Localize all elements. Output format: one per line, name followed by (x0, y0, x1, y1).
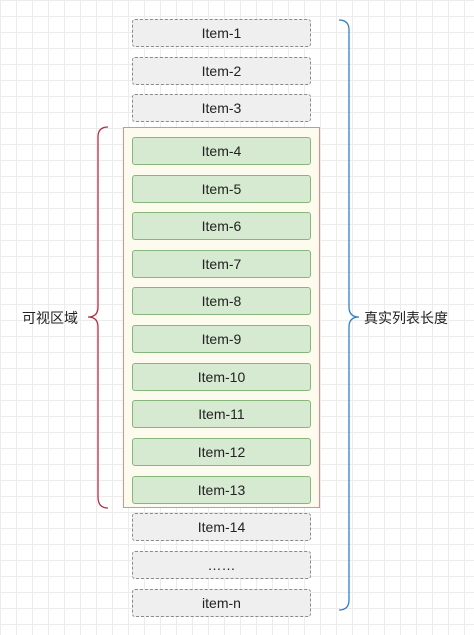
list-item-9: Item-9 (132, 325, 311, 353)
list-item-label: Item-8 (201, 293, 242, 309)
list-item-6: Item-6 (132, 212, 311, 240)
list-item-10: Item-10 (132, 363, 311, 391)
list-item-2: Item-2 (132, 57, 311, 85)
list-item-label: Item-1 (201, 25, 242, 41)
visible-area-label: 可视区域 (22, 310, 78, 326)
list-item-label: Item-5 (201, 181, 242, 197)
list-item-15: …… (132, 551, 311, 579)
list-item-3: Item-3 (132, 94, 311, 122)
list-item-11: Item-11 (132, 400, 311, 428)
visible-area-brace (87, 126, 109, 509)
real-list-length-brace (338, 19, 360, 611)
list-item-8: Item-8 (132, 287, 311, 315)
list-item-label: Item-13 (197, 482, 246, 498)
list-item-label: Item-10 (197, 369, 246, 385)
list-item-13: Item-13 (132, 476, 311, 504)
list-item-16: item-n (132, 589, 311, 617)
list-item-label: Item-9 (201, 331, 242, 347)
list-item-7: Item-7 (132, 250, 311, 278)
list-item-label: Item-7 (201, 256, 242, 272)
list-item-14: Item-14 (132, 513, 311, 541)
list-item-4: Item-4 (132, 137, 311, 165)
list-item-label: Item-12 (197, 444, 246, 460)
real-list-length-label: 真实列表长度 (364, 310, 448, 326)
list-item-label: Item-6 (201, 218, 242, 234)
list-item-label: Item-14 (197, 519, 246, 535)
list-item-label: Item-4 (201, 143, 242, 159)
list-item-label: Item-11 (198, 406, 245, 422)
list-item-label: …… (207, 557, 236, 573)
list-item-label: Item-2 (201, 63, 242, 79)
list-item-label: item-n (202, 595, 241, 611)
list-item-5: Item-5 (132, 175, 311, 203)
list-item-1: Item-1 (132, 19, 311, 47)
list-item-12: Item-12 (132, 438, 311, 466)
list-item-label: Item-3 (201, 100, 242, 116)
